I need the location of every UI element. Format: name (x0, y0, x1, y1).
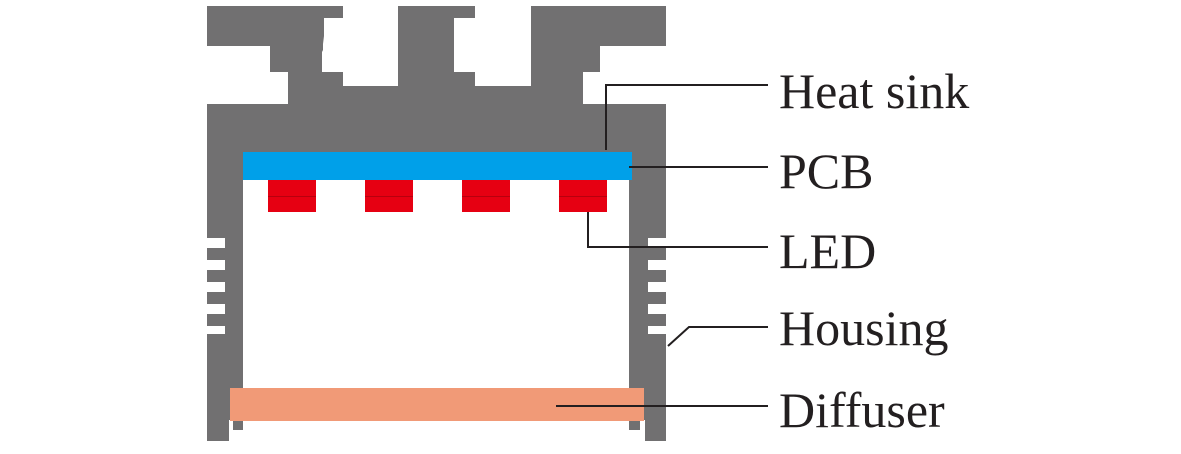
led-1-base (268, 197, 316, 212)
led-4 (559, 180, 607, 196)
label-diffuser: Diffuser (779, 382, 945, 438)
label-pcb: PCB (779, 143, 874, 199)
led-3 (462, 180, 510, 196)
led-3-base (462, 197, 510, 212)
housing-left-wall (207, 128, 243, 441)
heat-sink (207, 6, 666, 152)
led-4-base (559, 197, 607, 212)
led-2-seam (365, 196, 413, 197)
diffuser (230, 388, 644, 421)
led-1 (268, 180, 316, 196)
led-3-seam (462, 196, 510, 197)
housing-leader-line (667, 326, 768, 347)
pcb (243, 152, 632, 180)
diffuser-slot-right-lip (629, 384, 650, 390)
label-heat-sink: Heat sink (779, 63, 969, 119)
led-leader-line (587, 212, 768, 248)
led-2 (365, 180, 413, 196)
led-1-seam (268, 196, 316, 197)
led-2-base (365, 197, 413, 212)
label-led: LED (779, 223, 876, 279)
label-housing: Housing (779, 300, 948, 356)
heat-sink-leader-line (605, 84, 768, 150)
diffuser-slot-left-lip (222, 384, 243, 390)
led-group (268, 180, 607, 212)
housing-right-wall (629, 128, 666, 441)
led-4-seam (559, 196, 607, 197)
